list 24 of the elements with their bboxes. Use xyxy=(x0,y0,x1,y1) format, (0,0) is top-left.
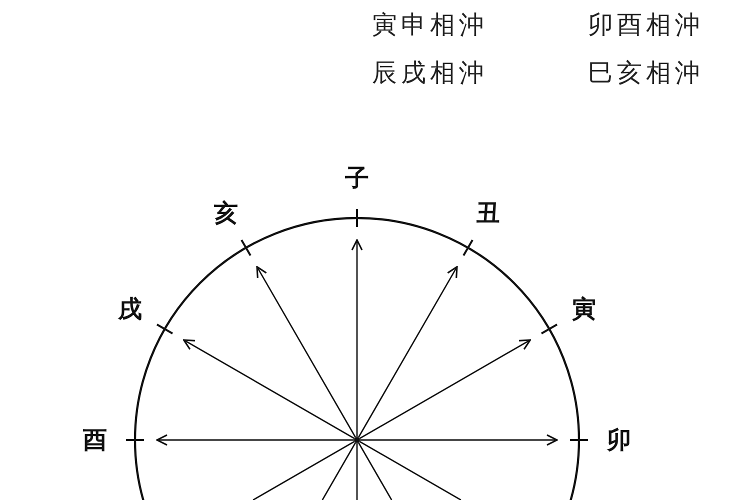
center-dot xyxy=(354,437,360,443)
arrow xyxy=(360,434,558,446)
line xyxy=(356,443,358,500)
arrow xyxy=(183,339,355,440)
branch-label: 子 xyxy=(342,163,372,193)
branch-label: 卯 xyxy=(604,425,634,455)
arrow xyxy=(351,239,363,437)
clash-note: 卯酉相沖 xyxy=(588,9,704,41)
branch-label: 寅 xyxy=(568,294,599,324)
arrow xyxy=(156,434,354,446)
branch-label: 戌 xyxy=(115,294,146,324)
line xyxy=(252,440,355,500)
arrow xyxy=(358,266,458,438)
clash-note: 辰戌相沖 xyxy=(372,57,488,89)
branch-label: 丑 xyxy=(473,198,503,228)
branch-label: 酉 xyxy=(80,425,110,455)
line xyxy=(322,442,356,500)
branch-label: 亥 xyxy=(211,198,241,228)
clash-note: 寅申相沖 xyxy=(372,9,488,41)
line xyxy=(358,442,392,500)
line xyxy=(359,440,462,500)
clash-note: 巳亥相沖 xyxy=(588,57,704,89)
arrow xyxy=(359,339,531,440)
arrow xyxy=(256,266,356,438)
